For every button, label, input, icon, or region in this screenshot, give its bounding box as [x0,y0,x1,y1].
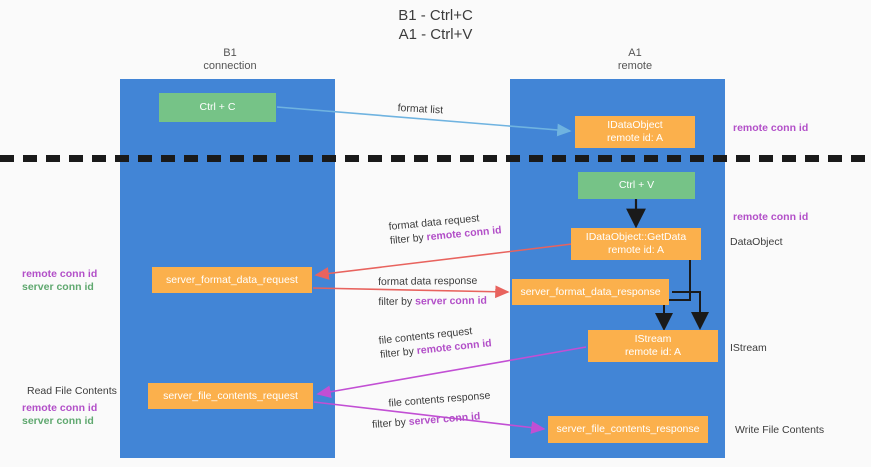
node-server-file-contents-response[interactable]: server_file_contents_response [548,416,708,443]
filter-prefix: filter by [389,231,428,247]
arrow-format-data-response [312,285,510,299]
diagram-title: B1 - Ctrl+C A1 - Ctrl+V [0,6,871,44]
annotation-left-server-conn-id: server conn id [22,281,94,293]
node-istream[interactable]: IStream remote id: A [588,330,718,362]
column-header-b1-sub: connection [203,60,257,72]
annotation-left-remote-conn-id-2: remote conn id [22,402,98,414]
column-header-a1-name: A1 [628,47,642,59]
node-ctrl-c-label: Ctrl + C [199,101,236,113]
node-server-file-contents-request-label: server_file_contents_request [163,389,298,402]
filter-prefix: filter by [378,295,416,308]
edge-label-format-data-response-filter: filter by server conn id [378,294,487,309]
edge-label-format-list-text: format list [397,101,444,117]
arrow-response-to-istream [672,291,709,330]
column-header-a1: A1 remote [510,47,760,73]
node-idataobject-line2: remote id: A [606,132,664,144]
node-getdata-line2: remote id: A [607,244,665,256]
arrow-format-list [276,106,572,137]
node-server-format-data-request[interactable]: server_format_data_request [152,267,312,293]
annotation-istream: IStream [730,342,767,354]
phase-divider [0,155,871,162]
arrow-file-contents-response [313,401,546,434]
arrow-file-contents-request [316,346,587,399]
annotation-dataobject: DataObject [730,236,783,248]
annotation-left-remote-conn-id: remote conn id [22,268,98,280]
node-ctrl-v-label: Ctrl + V [618,179,655,191]
filter-prefix: filter by [371,416,410,431]
node-server-file-contents-request[interactable]: server_file_contents_request [148,383,313,409]
node-server-format-data-response[interactable]: server_format_data_response [512,279,669,305]
column-header-a1-sub: remote [617,60,653,72]
node-idataobject[interactable]: IDataObject remote id: A [575,116,695,148]
diagram-title-line2: A1 - Ctrl+V [398,26,473,43]
annotation-remote-conn-id-top: remote conn id [733,122,809,134]
edge-label-format-data-response-line1: format data response [378,274,478,288]
arrow-getdata-to-istream [655,260,691,331]
filter-prefix: filter by [379,345,418,361]
node-ctrl-v[interactable]: Ctrl + V [578,172,695,199]
node-getdata-line1: IDataObject::GetData [585,231,687,243]
column-header-b1-name: B1 [223,47,237,59]
annotation-write-file-contents: Write File Contents [735,424,825,436]
annotation-read-file-contents: Read File Contents [27,385,117,397]
annotation-left-server-conn-id-2: server conn id [22,415,94,427]
node-server-format-data-response-label: server_format_data_response [520,285,661,298]
arrow-format-data-request [314,243,573,280]
annotation-remote-conn-id-mid: remote conn id [733,211,809,223]
node-idataobject-getdata[interactable]: IDataObject::GetData remote id: A [571,228,701,260]
annotation-left-conn-ids-top: remote conn id server conn id [22,268,97,294]
node-idataobject-line1: IDataObject [607,119,663,131]
filter-key-server-conn-id: server conn id [415,294,487,308]
node-server-format-data-request-label: server_format_data_request [166,273,298,286]
node-istream-line2: remote id: A [624,346,682,358]
diagram-title-line1: B1 - Ctrl+C [398,7,473,24]
node-server-file-contents-response-label: server_file_contents_response [556,423,700,435]
node-istream-line1: IStream [634,333,672,345]
edge-label-format-data-response: format data response filter by server co… [378,274,487,309]
node-ctrl-c[interactable]: Ctrl + C [159,93,276,122]
column-header-b1: B1 connection [120,47,340,73]
annotation-left-conn-ids-bottom: remote conn id server conn id [22,402,97,428]
edge-label-format-list: format list [397,101,443,117]
